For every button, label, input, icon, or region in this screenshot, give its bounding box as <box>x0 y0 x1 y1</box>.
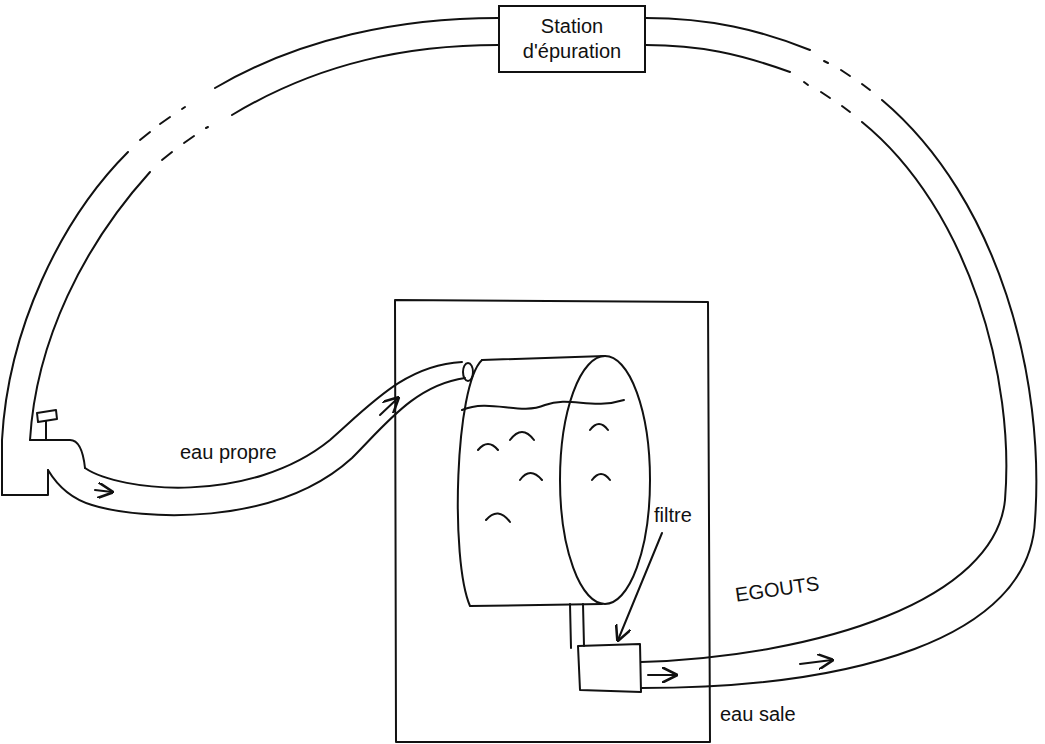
pipe-wall <box>215 18 498 88</box>
drum-body <box>458 360 602 606</box>
pipe-wall <box>641 122 1006 662</box>
drum-end <box>560 356 650 604</box>
pipe-wall <box>2 152 128 495</box>
pipe-wall <box>232 45 498 115</box>
pipe-wall <box>48 378 465 515</box>
pipe-break-dashes <box>824 61 870 90</box>
tap-body <box>2 470 48 495</box>
tap-spout <box>30 440 85 468</box>
machine-housing <box>395 300 710 742</box>
pipe-break-dashes <box>804 82 850 112</box>
pipe-label: eau propre <box>178 440 279 464</box>
flow-arrow <box>95 490 112 492</box>
flow-arrow <box>800 660 832 664</box>
node-label: Station d'épuration <box>508 14 636 64</box>
station-box: Station d'épuration <box>498 5 646 73</box>
pipe-label: filtre <box>652 503 694 527</box>
pipe-label: eau sale <box>718 702 798 726</box>
pipe-label: EGOUTS <box>732 571 823 607</box>
water-surface <box>462 400 624 410</box>
tap-valve-handle <box>37 410 57 422</box>
pipe-wall <box>646 18 810 50</box>
leader-line <box>618 533 662 640</box>
pipe-wall <box>641 100 1036 688</box>
tap-valve-stem <box>45 421 47 440</box>
flow-arrow <box>648 674 676 676</box>
filter-box <box>578 644 641 692</box>
drum-top <box>482 356 605 360</box>
water-waves <box>478 424 610 522</box>
pipe-wall <box>30 172 150 440</box>
pipe-break-dashes <box>162 127 208 160</box>
outlet-pipe <box>570 604 584 648</box>
pipe-wall <box>646 45 790 72</box>
pipe-break-dashes <box>140 107 185 140</box>
pipe-wall <box>85 362 462 488</box>
